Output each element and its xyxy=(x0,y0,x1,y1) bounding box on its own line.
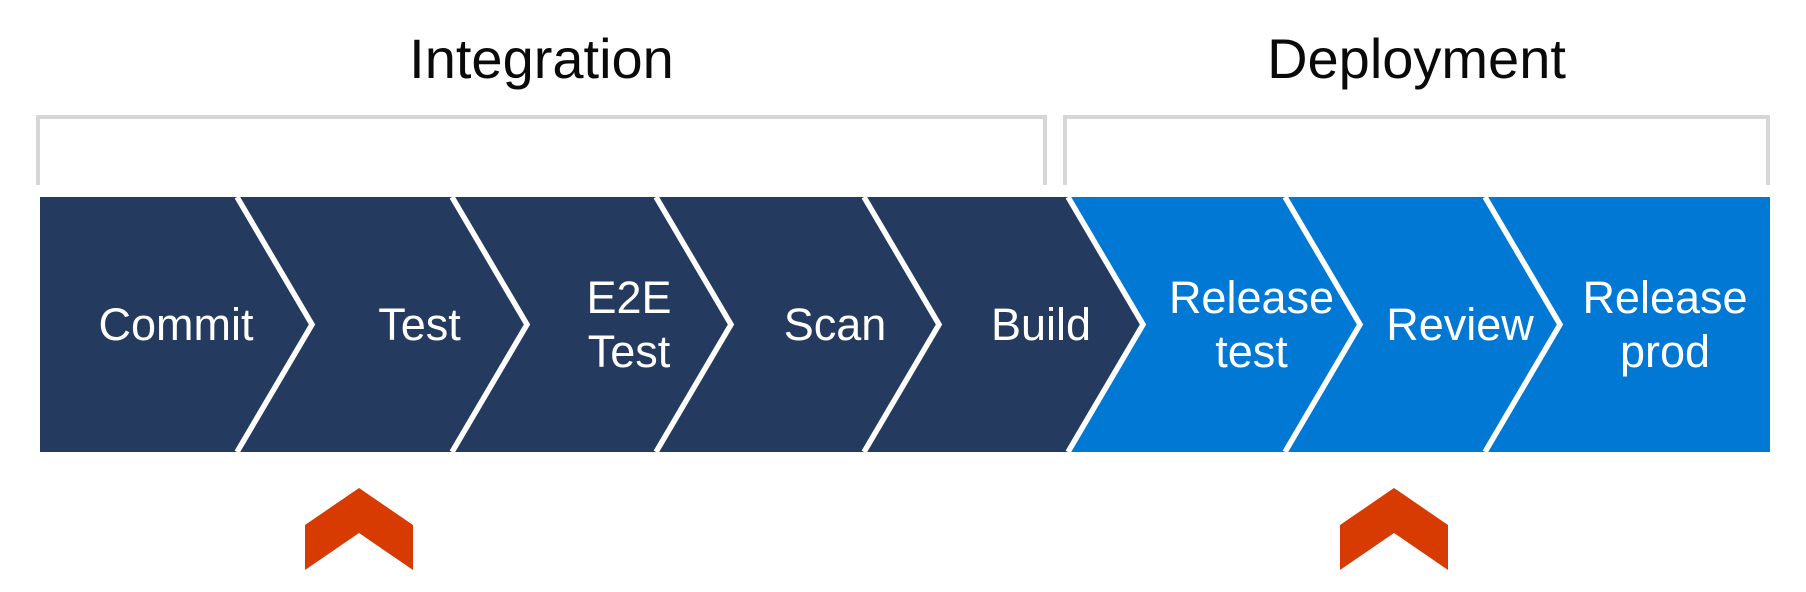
chevron-separator-2 xyxy=(449,197,531,452)
chevron-separator-1 xyxy=(234,197,316,452)
phase-bracket-deployment xyxy=(1063,115,1770,185)
chevron-separator-6 xyxy=(1282,197,1364,452)
chevron-separator-4 xyxy=(861,197,943,452)
chevron-up-marker-review xyxy=(1340,488,1448,570)
chevron-separator-3 xyxy=(653,197,735,452)
chevron-separator-7 xyxy=(1482,197,1564,452)
phase-title-deployment: Deployment xyxy=(1267,27,1566,90)
chevron-up-marker-test xyxy=(305,488,413,570)
chevron-up-icon xyxy=(1340,488,1448,570)
phase-title-integration: Integration xyxy=(409,27,674,90)
chevron-up-icon xyxy=(305,488,413,570)
chevron-separator-5 xyxy=(1065,197,1147,452)
integration-band xyxy=(40,197,1143,452)
pipeline-band xyxy=(40,197,1770,452)
phase-bracket-integration xyxy=(36,115,1047,185)
